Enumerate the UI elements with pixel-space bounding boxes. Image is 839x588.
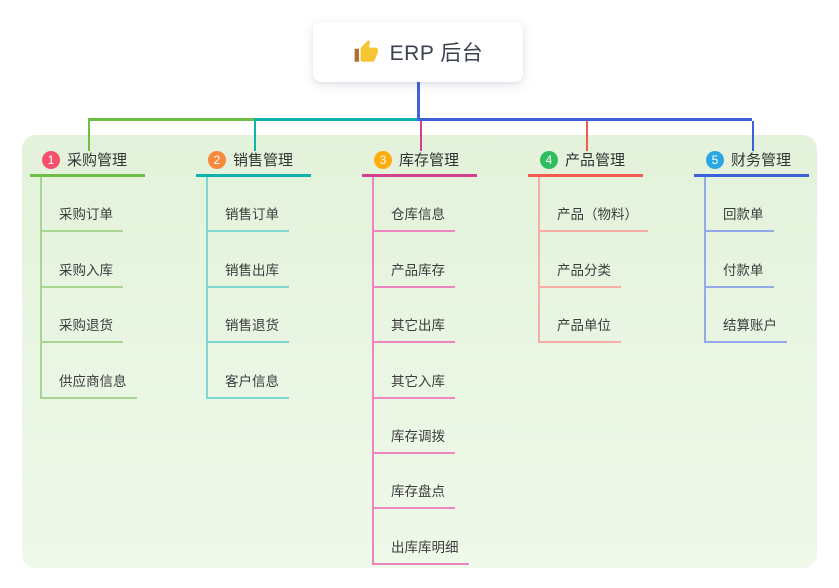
- child-node-2-1[interactable]: 销售订单: [208, 203, 289, 233]
- child-node-3-1[interactable]: 仓库信息: [374, 203, 455, 233]
- root-node-erp[interactable]: ERP 后台: [313, 22, 523, 82]
- connector-horizontal-2: [254, 118, 419, 121]
- child-row: 付款单: [706, 232, 809, 288]
- child-node-3-6[interactable]: 库存盘点: [374, 480, 455, 510]
- thumbs-up-icon: [354, 40, 378, 62]
- child-node-1-3[interactable]: 采购退货: [42, 314, 123, 344]
- child-row: 采购订单: [42, 177, 145, 233]
- child-row: 其它出库: [374, 288, 477, 344]
- branch-column-2: 2 销售管理销售订单销售出库销售退货客户信息: [196, 150, 311, 399]
- child-node-4-3[interactable]: 产品单位: [540, 314, 621, 344]
- child-row: 采购退货: [42, 288, 145, 344]
- child-node-1-4[interactable]: 供应商信息: [42, 370, 137, 399]
- branch-label-4: 产品管理: [565, 152, 626, 169]
- connector-drop-1: [88, 121, 90, 151]
- branch-node-5[interactable]: 5 财务管理: [694, 150, 809, 177]
- connector-horizontal-1: [88, 118, 419, 121]
- branch-node-1[interactable]: 1 采购管理: [30, 150, 145, 177]
- child-row: 回款单: [706, 177, 809, 233]
- connector-drop-4: [586, 121, 588, 151]
- connector-drop-5: [752, 121, 754, 151]
- child-node-3-4[interactable]: 其它入库: [374, 370, 455, 399]
- branch-column-5: 5 财务管理回款单付款单结算账户: [694, 150, 809, 344]
- child-node-4-2[interactable]: 产品分类: [540, 259, 621, 288]
- branch-badge-1: 1: [42, 150, 60, 169]
- branch-badge-4: 4: [540, 150, 558, 169]
- child-node-1-1[interactable]: 采购订单: [42, 203, 123, 233]
- branch-node-3[interactable]: 3 库存管理: [362, 150, 477, 177]
- root-node-label: ERP 后台: [389, 42, 484, 65]
- child-node-4-1[interactable]: 产品（物料）: [540, 203, 648, 233]
- child-node-3-2[interactable]: 产品库存: [374, 259, 455, 288]
- branch-badge-2: 2: [208, 150, 226, 169]
- child-row: 其它入库: [374, 343, 477, 399]
- branch-label-2: 销售管理: [233, 152, 294, 169]
- child-row: 产品（物料）: [540, 177, 648, 233]
- child-node-5-3[interactable]: 结算账户: [706, 314, 787, 344]
- branch-badge-3: 3: [374, 150, 392, 169]
- branch-column-4: 4 产品管理产品（物料） 产品分类产品单位: [528, 150, 648, 344]
- child-node-2-2[interactable]: 销售出库: [208, 259, 289, 288]
- child-node-5-2[interactable]: 付款单: [706, 259, 774, 288]
- child-row: 供应商信息: [42, 343, 145, 399]
- child-row: 库存调拨: [374, 399, 477, 454]
- child-node-2-4[interactable]: 客户信息: [208, 370, 289, 399]
- child-row: 采购入库: [42, 232, 145, 288]
- child-row: 仓库信息: [374, 177, 477, 233]
- child-row: 产品分类: [540, 232, 643, 288]
- branch-column-1: 1 采购管理采购订单采购入库采购退货供应商信息: [30, 150, 145, 399]
- child-row: 结算账户: [706, 288, 809, 344]
- branch-children-3: 仓库信息产品库存其它出库其它入库库存调拨库存盘点出库库明细: [372, 177, 477, 565]
- child-row: 库存盘点: [374, 454, 477, 510]
- branch-column-3: 3 库存管理仓库信息产品库存其它出库其它入库库存调拨库存盘点出库库明细: [362, 150, 477, 565]
- branch-node-2[interactable]: 2 销售管理: [196, 150, 311, 177]
- child-row: 出库库明细: [374, 509, 477, 565]
- branch-label-5: 财务管理: [731, 152, 792, 169]
- child-node-3-5[interactable]: 库存调拨: [374, 425, 455, 454]
- child-node-3-7[interactable]: 出库库明细: [374, 536, 469, 565]
- branch-children-2: 销售订单销售出库销售退货客户信息: [206, 177, 311, 399]
- branch-label-3: 库存管理: [399, 152, 460, 169]
- child-row: 销售退货: [208, 288, 311, 344]
- child-node-1-2[interactable]: 采购入库: [42, 259, 123, 288]
- branch-badge-5: 5: [706, 150, 724, 169]
- child-node-2-3[interactable]: 销售退货: [208, 314, 289, 344]
- connector-root-vertical: [417, 82, 420, 121]
- connector-horizontal-5: [419, 118, 752, 121]
- connector-drop-2: [254, 121, 256, 151]
- child-row: 客户信息: [208, 343, 311, 399]
- child-row: 销售出库: [208, 232, 311, 288]
- child-row: 产品单位: [540, 288, 643, 344]
- child-row: 销售订单: [208, 177, 311, 233]
- mindmap-panel: [22, 135, 817, 568]
- branch-label-1: 采购管理: [67, 152, 128, 169]
- child-node-5-1[interactable]: 回款单: [706, 203, 774, 233]
- connector-drop-3: [420, 121, 422, 151]
- branch-children-1: 采购订单采购入库采购退货供应商信息: [40, 177, 145, 399]
- branch-children-5: 回款单付款单结算账户: [704, 177, 809, 344]
- child-row: 产品库存: [374, 232, 477, 288]
- branch-children-4: 产品（物料） 产品分类产品单位: [538, 177, 648, 344]
- child-node-3-3[interactable]: 其它出库: [374, 314, 455, 344]
- branch-node-4[interactable]: 4 产品管理: [528, 150, 643, 177]
